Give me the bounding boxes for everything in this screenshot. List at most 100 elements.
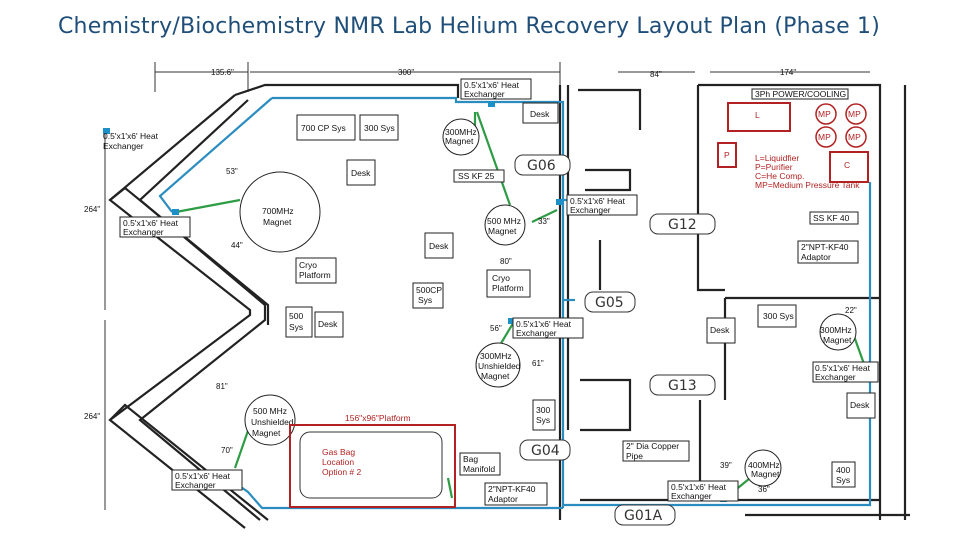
hx-left-top-sub: Exchanger xyxy=(103,141,144,151)
hx-center-mid-label: 0.5'x1'x6' Heat xyxy=(516,319,572,329)
magnet-300r-label: 300MHz xyxy=(820,325,852,335)
sys-500cp-label: 500CP xyxy=(416,285,442,295)
gas-bag-sub: Location xyxy=(322,457,354,467)
dim-264-b: 264" xyxy=(84,412,100,421)
sys-300-b-sub: Sys xyxy=(536,415,550,425)
purifier-box xyxy=(717,142,737,168)
mp-tank-2-label: MP xyxy=(848,109,861,119)
dim-36: 36" xyxy=(758,485,770,494)
magnet-500u-sub: Unshielded xyxy=(251,417,294,427)
sys-300-c-label: 300 Sys xyxy=(763,311,794,321)
magnet-400-label: 400MHz xyxy=(748,460,780,470)
magnet-300-top-label: 300MHz xyxy=(445,127,477,137)
hx-left-mid-label: 0.5'x1'x6' Heat xyxy=(123,218,179,228)
power-room-title-box xyxy=(751,88,849,100)
gas-bag-sub2: Option # 2 xyxy=(322,467,361,477)
fittings-boxes xyxy=(453,169,859,506)
desk-3-label: Desk xyxy=(429,241,449,251)
hx-left-mid-sub: Exchanger xyxy=(123,227,164,237)
magnet-400-sub: Magnet xyxy=(751,469,780,479)
sys-500-label: 500 xyxy=(289,311,303,321)
room-g13: G13 xyxy=(668,378,697,394)
npt-right-label: 2"NPT-KF40 xyxy=(801,242,849,252)
magnet-700-label: 700MHz xyxy=(262,206,294,216)
magnet-500u-sub2: Magnet xyxy=(252,428,281,438)
platform-label: 156"x96"Platform xyxy=(345,413,411,423)
hx-left-bottom-label: 0.5'x1'x6' Heat xyxy=(175,471,231,481)
sys-700-label: 700 CP Sys xyxy=(301,123,346,133)
legend-p: P=Purifier xyxy=(755,162,793,172)
dim-80: 80" xyxy=(500,257,512,266)
room-g05: G05 xyxy=(595,295,624,311)
cryo-2-label: Cryo xyxy=(492,273,510,283)
cryo-1-label: Cryo xyxy=(299,260,317,270)
room-g12: G12 xyxy=(668,217,697,233)
hx-center-sub: Exchanger xyxy=(570,205,611,215)
gas-bag-label: Gas Bag xyxy=(322,447,355,457)
platform xyxy=(289,424,456,508)
dim-174: 174" xyxy=(780,68,796,77)
legend-c: C=He Comp. xyxy=(755,171,804,181)
copper-pipe-label: 2" Dia Copper xyxy=(626,441,679,451)
liquidfier-box xyxy=(727,102,791,132)
dim-22: 22" xyxy=(845,306,857,315)
hx-top-label: 0.5'x1'x6' Heat xyxy=(464,80,520,90)
gas-bag-area xyxy=(299,431,443,499)
magnet-500-sub: Magnet xyxy=(488,226,517,236)
magnet-300r-sub: Magnet xyxy=(823,335,852,345)
dim-61: 61" xyxy=(532,359,544,368)
dimension-lines xyxy=(104,62,870,510)
sys-300-b-label: 300 xyxy=(536,405,550,415)
room-g04: G04 xyxy=(531,443,560,459)
hx-bottom-right-sub: Exchanger xyxy=(671,491,712,501)
dim-70: 70" xyxy=(221,446,233,455)
room-g01a: G01A xyxy=(624,508,663,524)
dim-135: 135.6" xyxy=(211,68,234,77)
copper-pipe-sub: Pipe xyxy=(626,451,643,461)
room-label-boxes xyxy=(514,154,716,526)
desk-5-label: Desk xyxy=(710,325,730,335)
ss-kf40-label: SS KF 40 xyxy=(813,213,850,223)
liquidfier-label: L xyxy=(755,110,760,120)
hx-left-bottom-sub: Exchanger xyxy=(175,480,216,490)
mp-tank-1-label: MP xyxy=(818,109,831,119)
page-title: Chemistry/Biochemistry NMR Lab Helium Re… xyxy=(58,14,880,39)
magnet-300u-label: 300MHz xyxy=(480,351,512,361)
purifier-label: P xyxy=(724,150,730,160)
dim-53: 53" xyxy=(226,167,238,176)
cryo-1-sub: Platform xyxy=(299,270,331,280)
desk-1-label: Desk xyxy=(530,109,550,119)
dim-81: 81" xyxy=(216,382,228,391)
heat-exchanger-labels xyxy=(119,78,879,502)
mp-tank-3-label: MP xyxy=(818,132,831,142)
desk-6-label: Desk xyxy=(850,400,870,410)
floor-plan: 135.6" 300" 84" 174" 264" 264" xyxy=(84,62,910,529)
magnet-500-label: 500 MHz xyxy=(487,216,521,226)
sys-300-a-label: 300 Sys xyxy=(364,123,395,133)
sys-400-sub: Sys xyxy=(836,475,850,485)
npt-bottom-label: 2"NPT-KF40 xyxy=(488,484,536,494)
magnets xyxy=(239,118,857,487)
desk-2-label: Desk xyxy=(351,168,371,178)
equipment-boxes xyxy=(285,102,876,488)
hx-left-top-label: 0.5'x1'x6' Heat xyxy=(103,131,159,141)
dim-39: 39" xyxy=(720,461,732,470)
npt-bottom-sub: Adaptor xyxy=(488,494,518,504)
dim-44: 44" xyxy=(231,241,243,250)
hx-right-sub: Exchanger xyxy=(815,372,856,382)
sys-400-label: 400 xyxy=(836,465,850,475)
npt-right-sub: Adaptor xyxy=(801,252,831,262)
hx-center-mid-sub: Exchanger xyxy=(516,328,557,338)
dim-33: 33" xyxy=(538,217,550,226)
magnet-300-top-sub: Magnet xyxy=(445,136,474,146)
sys-500cp-sub: Sys xyxy=(418,295,432,305)
power-room-title: 3Ph POWER/COOLING xyxy=(755,89,846,99)
bag-manifold-sub: Manifold xyxy=(463,464,495,474)
room-g06: G06 xyxy=(527,158,556,174)
ss-kf25-label: SS KF 25 xyxy=(458,171,495,181)
compressor-label: C xyxy=(844,160,850,170)
dim-264-a: 264" xyxy=(84,205,100,214)
legend-mp: MP=Medium Pressure Tank xyxy=(755,180,860,190)
sys-500-sub: Sys xyxy=(289,322,303,332)
cryo-2-sub: Platform xyxy=(492,283,524,293)
